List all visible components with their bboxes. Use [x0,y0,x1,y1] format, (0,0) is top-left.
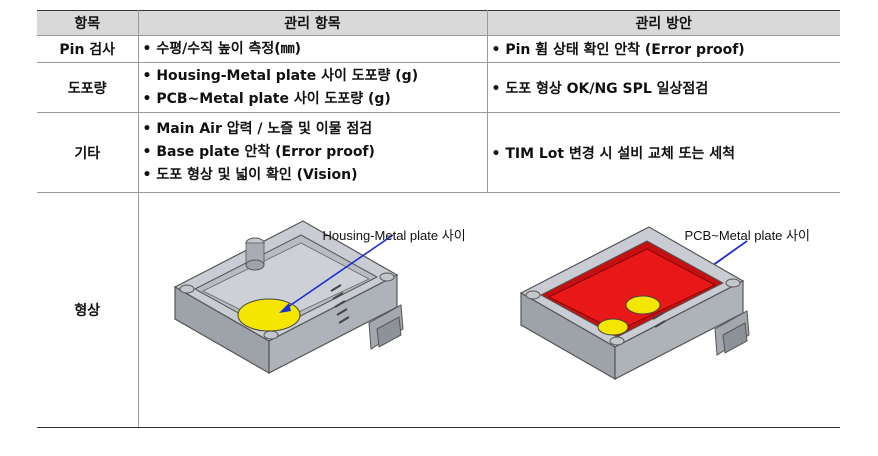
items-cell: • Housing-Metal plate 사이 도포량 (g) • PCB~M… [137,62,488,113]
table-row: 형상 [37,192,840,428]
header-row: 항목 관리 항목 관리 방안 [37,10,840,36]
plan-cell: • TIM Lot 변경 시 설비 교체 또는 세척 [486,112,840,193]
pcb-metal-plate-label: PCB~Metal plate 사이 [684,228,810,243]
item-text: • PCB~Metal plate 사이 도포량 (g) [142,90,391,107]
pcb-metal-plate-figure [519,226,750,381]
header-management-plan: 관리 방안 [486,10,840,36]
header-management-item: 관리 항목 [137,10,488,36]
plan-text: • TIM Lot 변경 시 설비 교체 또는 세척 [491,145,736,162]
item-text: • Housing-Metal plate 사이 도포량 (g) [142,67,419,84]
category-cell: Pin 검사 [37,35,139,63]
shape-figures-cell: Housing-Metal plate 사이 P [137,192,840,428]
category-cell: 기타 [37,112,139,193]
plan-text: • 도포 형상 OK/NG SPL 일상점검 [491,80,709,97]
items-cell: • Main Air 압력 / 노즐 및 이물 점검 • Base plate … [137,112,488,193]
table-row: 기타 • Main Air 압력 / 노즐 및 이물 점검 • Base pla… [37,112,840,193]
plan-cell: • 도포 형상 OK/NG SPL 일상점검 [486,62,840,113]
item-text: • Base plate 안착 (Error proof) [142,144,375,160]
housing-metal-plate-label: Housing-Metal plate 사이 [322,228,466,243]
items-cell: • 수평/수직 높이 측정(㎜) [137,35,488,63]
category-cell: 도포량 [37,62,139,113]
table-row: 도포량 • Housing-Metal plate 사이 도포량 (g) • P… [37,62,840,113]
item-text: • 수평/수직 높이 측정(㎜) [142,40,302,57]
item-text: • Main Air 압력 / 노즐 및 이물 점검 [142,121,373,137]
plan-cell: • Pin 휨 상태 확인 안착 (Error proof) [486,35,840,63]
housing-metal-plate-figure [173,220,404,375]
table-row: Pin 검사 • 수평/수직 높이 측정(㎜) • Pin 휨 상태 확인 안착… [37,35,840,63]
category-cell: 형상 [37,192,139,428]
item-text: • 도포 형상 및 넓이 확인 (Vision) [142,167,358,183]
header-category: 항목 [37,10,139,36]
plan-text: • Pin 휨 상태 확인 안착 (Error proof) [491,42,745,58]
management-table: 항목 관리 항목 관리 방안 Pin 검사 • 수평/수직 높이 측정(㎜) •… [37,10,840,428]
